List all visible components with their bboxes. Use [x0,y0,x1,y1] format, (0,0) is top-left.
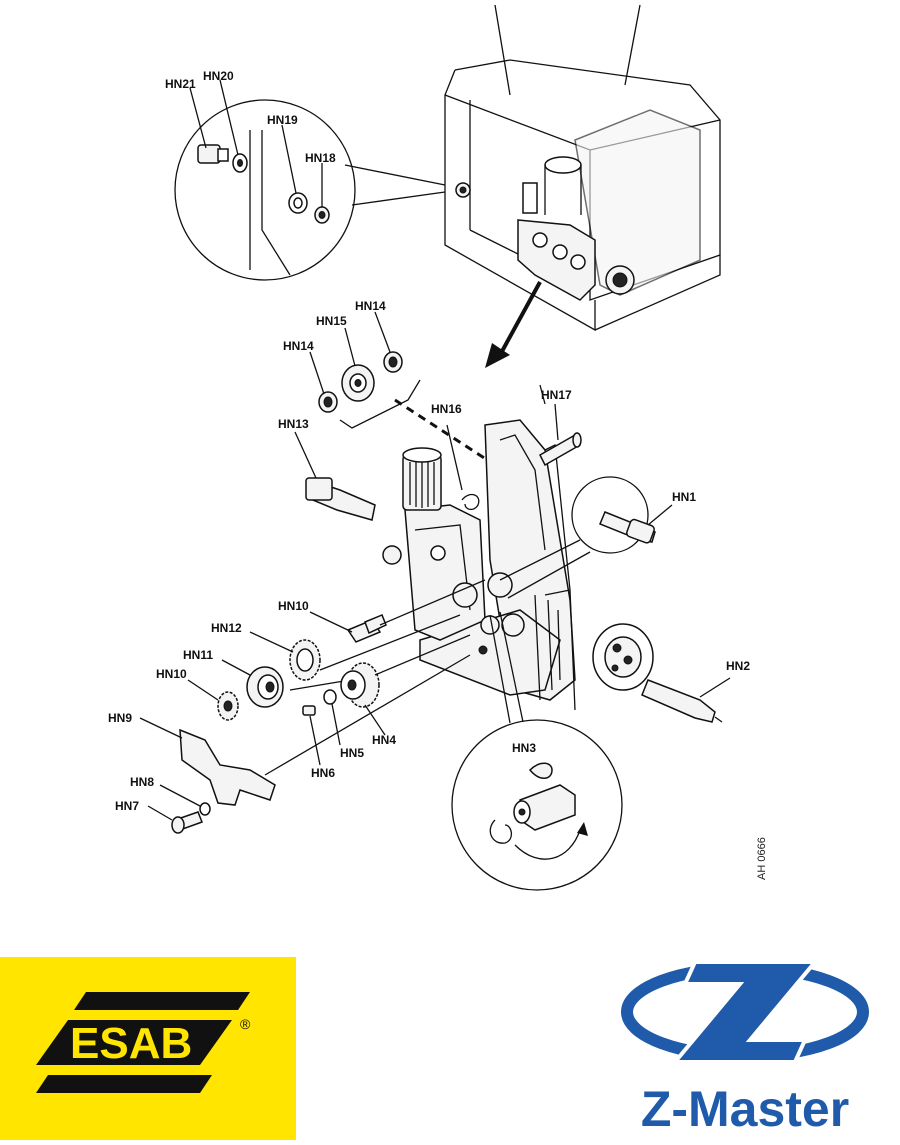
label-hn21: HN21 [165,77,196,91]
label-hn16: HN16 [431,402,462,416]
label-hn19: HN19 [267,113,298,127]
label-hn9: HN9 [108,711,132,725]
drawing-code: AH 0666 [756,837,768,880]
wire-feeder-body [305,419,576,711]
label-hn8: HN8 [130,775,154,789]
direction-arrow [485,281,542,368]
pin-hn17 [539,403,582,467]
label-hn10-top: HN10 [278,599,309,613]
label-hn10-bottom: HN10 [156,667,187,681]
label-hn20: HN20 [203,69,234,83]
part-labels: HN21 HN20 HN19 HN18 HN14 HN15 HN14 HN17 … [108,69,768,880]
torch-hn2 [592,623,731,723]
label-hn15: HN15 [316,314,347,328]
label-hn5: HN5 [340,746,364,760]
gear-assembly [139,384,546,834]
exploded-parts-diagram: HN21 HN20 HN19 HN18 HN14 HN15 HN14 HN17 … [108,4,768,891]
zmaster-wordmark: Z-Master [640,1081,850,1137]
detail-zoom-circle-hn3 [451,611,623,891]
label-hn11: HN11 [183,648,213,662]
label-hn3: HN3 [512,741,536,755]
esab-wordmark: ESAB [70,1019,192,1068]
label-hn17: HN17 [541,388,572,402]
label-hn18: HN18 [305,151,336,165]
zmaster-emblem [621,960,869,1064]
label-hn12: HN12 [211,621,242,635]
label-hn6: HN6 [311,766,335,780]
zmaster-logo: Z-Master [600,950,890,1140]
esab-logo: ESAB ® [0,957,296,1140]
detail-zoom-circle-top [174,79,446,281]
label-hn7: HN7 [115,799,139,813]
machine-housing [444,4,721,332]
detail-zoom-circle-hn1 [499,476,673,599]
label-hn2: HN2 [726,659,750,673]
label-hn4: HN4 [372,733,396,747]
label-hn14-left: HN14 [283,339,314,353]
label-hn1: HN1 [672,490,696,504]
feed-roller-group [309,311,496,467]
registered-mark: ® [240,1016,251,1032]
label-hn13: HN13 [278,417,309,431]
label-hn14-top: HN14 [355,299,386,313]
